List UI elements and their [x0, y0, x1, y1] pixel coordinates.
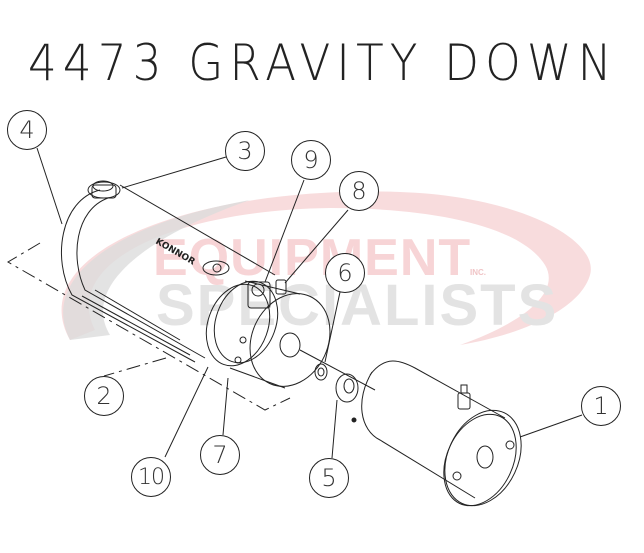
reservoir-shape: [60, 184, 276, 363]
balloon-3: 3: [225, 131, 265, 171]
motor-shape: [351, 360, 522, 507]
balloon-4: 4: [7, 110, 47, 150]
leader-lines: [36, 147, 583, 459]
watermark-suffix: INC.: [470, 268, 486, 277]
diagram-title: 4473 GRAVITY DOWN: [28, 34, 618, 92]
balloon-8: 8: [339, 171, 379, 211]
balloon-10: 10: [131, 457, 171, 497]
valve-shape: [247, 279, 287, 309]
seal-shape: [314, 363, 328, 381]
pump-base-shape: [205, 280, 331, 389]
balloon-2: 2: [84, 376, 124, 416]
balloon-9: 9: [291, 140, 331, 180]
mounting-bracket-outline: [7, 242, 291, 411]
breather-cap-shape: [87, 180, 121, 199]
balloon-1: 1: [581, 386, 621, 426]
balloon-5: 5: [309, 458, 349, 498]
bearing-shape: [335, 373, 359, 403]
brand-label: KONNOR: [154, 237, 197, 268]
balloon-7: 7: [200, 435, 240, 475]
watermark-line1: EQUIPMENT: [153, 229, 472, 287]
balloon-6: 6: [325, 253, 365, 293]
